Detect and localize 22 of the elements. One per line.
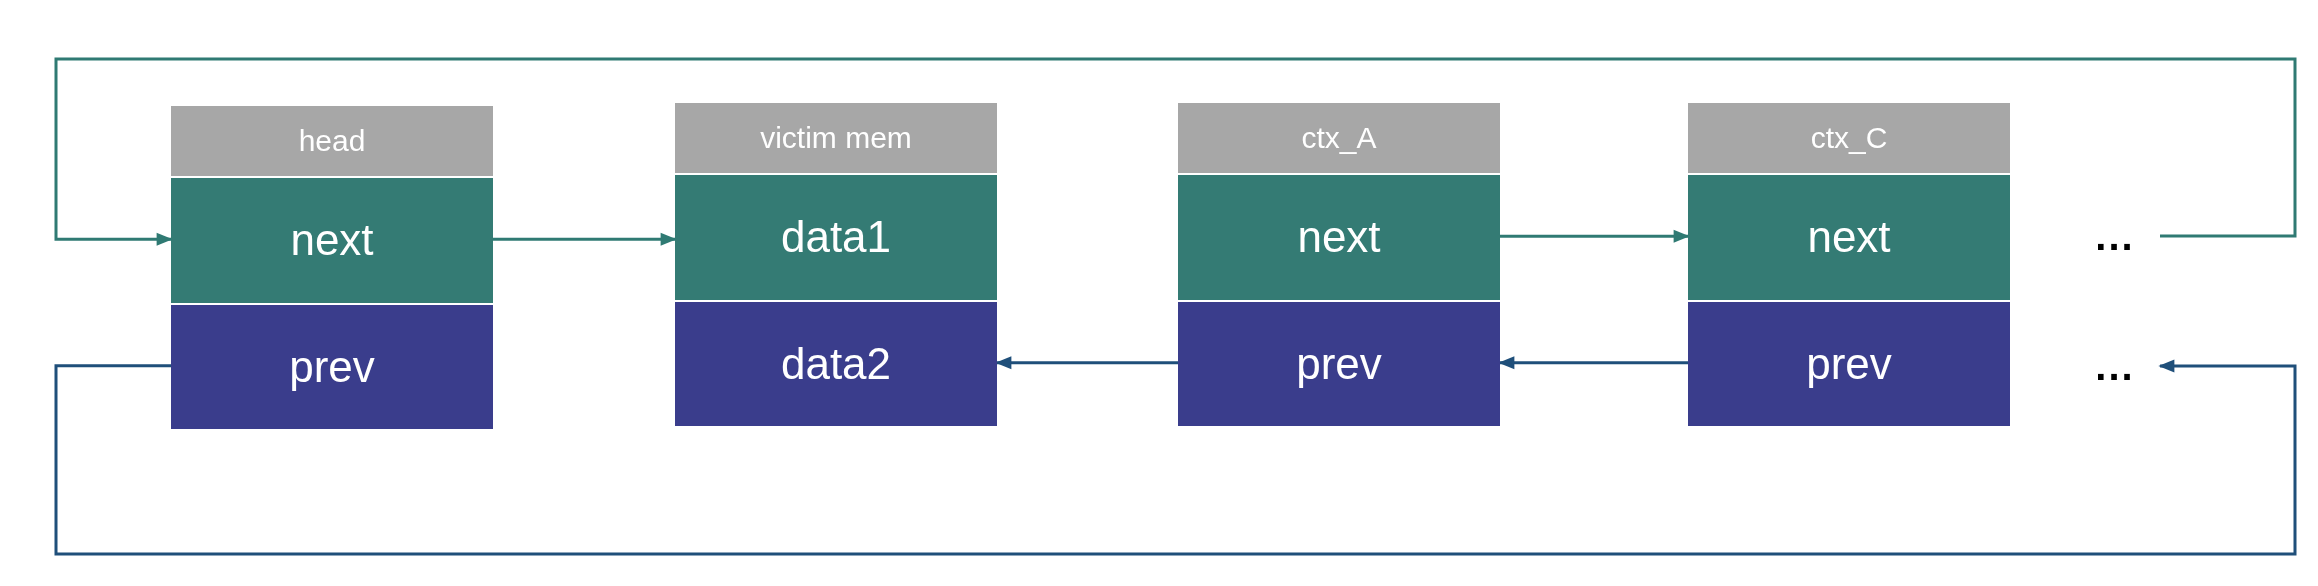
prev-field-cell: prev xyxy=(1688,299,2010,426)
struct-header xyxy=(171,106,493,429)
struct-header xyxy=(1178,103,1500,426)
struct-title: ctx_C xyxy=(1809,120,1889,156)
struct-title: victim mem xyxy=(759,120,913,156)
next-field-cell: next xyxy=(171,176,493,303)
prev-field-cell: prev xyxy=(171,302,493,429)
next-field-cell: next xyxy=(1688,173,2010,300)
ellipsis: ... xyxy=(2070,206,2160,266)
arrow xyxy=(1500,229,1690,243)
prev-field-cell: data2 xyxy=(675,299,997,426)
next-field-cell: data1 xyxy=(675,173,997,300)
next-field-cell: next xyxy=(1178,173,1500,300)
struct-title: ctx_A xyxy=(1300,120,1378,156)
ellipsis: ... xyxy=(2070,336,2160,396)
struct-header xyxy=(1688,103,2010,426)
arrow xyxy=(493,232,677,246)
arrow xyxy=(54,57,2297,246)
prev-field-cell: prev xyxy=(1178,299,1500,426)
arrow xyxy=(54,359,2297,556)
struct-title: head xyxy=(297,123,367,159)
struct-header xyxy=(675,103,997,426)
